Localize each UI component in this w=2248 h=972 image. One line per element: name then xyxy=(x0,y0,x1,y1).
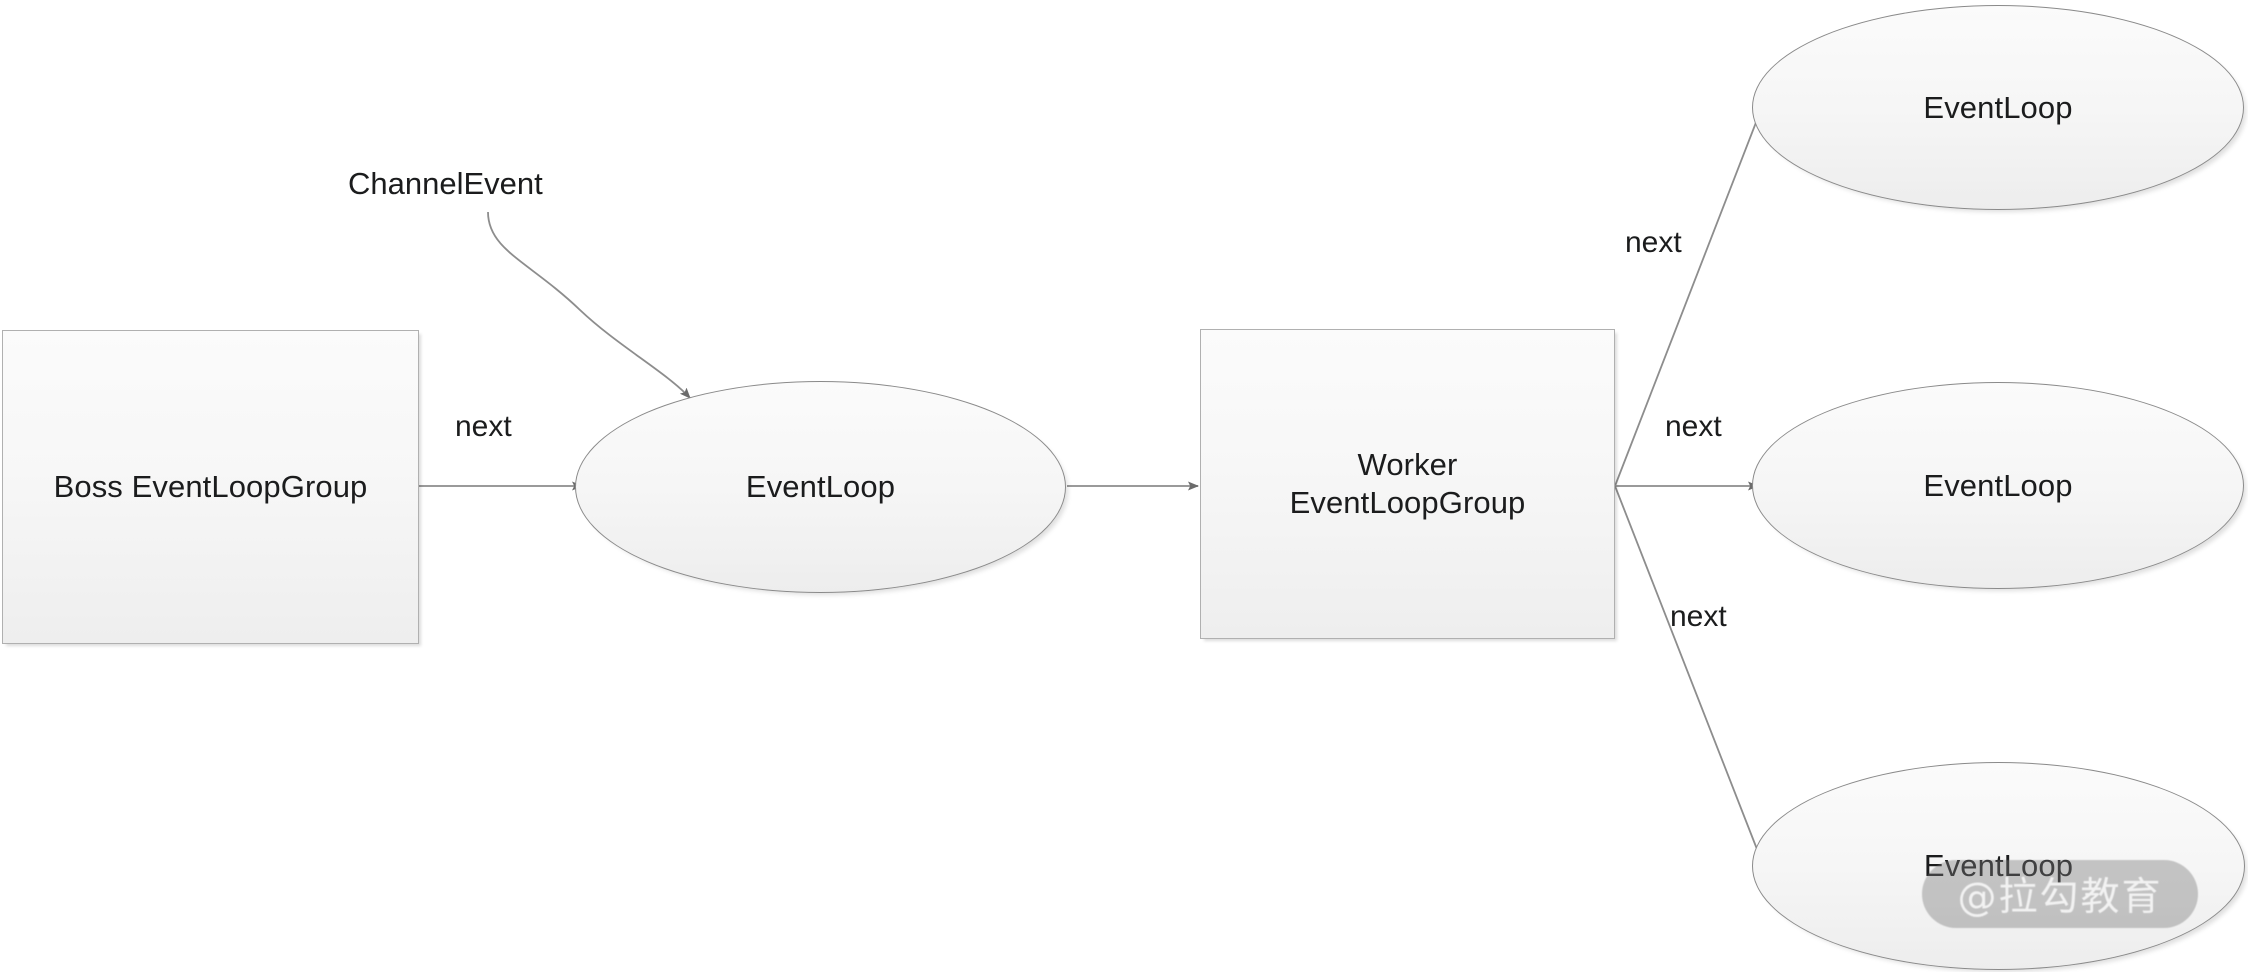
node-worker-label-line2: EventLoopGroup xyxy=(1289,485,1526,520)
node-eventloop-middle[interactable]: EventLoop xyxy=(575,381,1066,593)
edge-label-next-boss: next xyxy=(455,410,512,443)
watermark: @拉勾教育 xyxy=(1922,860,2198,928)
node-worker-eventloopgroup[interactable]: Worker EventLoopGroup xyxy=(1200,329,1615,639)
node-worker-label-line1: Worker xyxy=(1357,447,1458,483)
edge-label-next-worker-3: next xyxy=(1670,600,1727,633)
node-eventloop-2[interactable]: EventLoop xyxy=(1752,382,2244,589)
node-eventloop-3-label: EventLoop xyxy=(1923,848,2074,884)
node-boss-eventloopgroup[interactable]: Boss EventLoopGroup xyxy=(2,330,419,644)
edge-worker-to-eventloop-3 xyxy=(1614,485,1763,863)
edge-label-channelevent: ChannelEvent xyxy=(348,166,543,201)
node-eventloop-middle-label: EventLoop xyxy=(745,469,896,505)
edge-label-next-worker-2: next xyxy=(1665,410,1722,443)
edge-label-next-worker-1: next xyxy=(1625,226,1682,259)
node-eventloop-2-label: EventLoop xyxy=(1923,467,2073,503)
edge-channelevent xyxy=(487,211,691,399)
node-boss-label: Boss EventLoopGroup xyxy=(53,469,368,505)
node-eventloop-1-label: EventLoop xyxy=(1923,89,2073,125)
node-worker-label: Worker EventLoopGroup xyxy=(1290,446,1526,522)
node-eventloop-3[interactable]: EventLoop xyxy=(1752,762,2245,970)
node-eventloop-1[interactable]: EventLoop xyxy=(1752,5,2244,210)
